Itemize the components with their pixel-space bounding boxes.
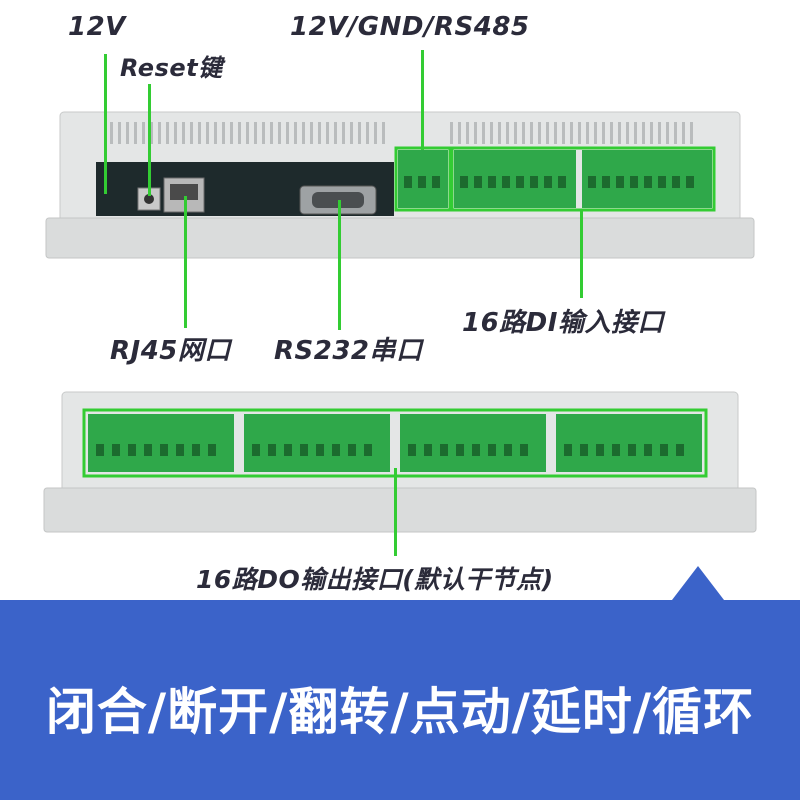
top-device bbox=[45, 111, 755, 259]
callout-line-reset bbox=[148, 84, 151, 196]
callout-line-rj45 bbox=[184, 196, 187, 328]
label-do: 16路DO输出接口(默认干节点) bbox=[196, 565, 554, 594]
label-rs485: 12V/GND/RS485 bbox=[290, 12, 530, 42]
label-rs232: RS232串口 bbox=[274, 336, 423, 366]
label-rj45: RJ45网口 bbox=[110, 336, 231, 366]
callout-line-power bbox=[104, 54, 107, 194]
callout-line-rs485 bbox=[421, 50, 424, 150]
callout-line-do bbox=[394, 468, 397, 556]
bottom-device bbox=[43, 391, 757, 533]
callout-line-di bbox=[580, 210, 583, 298]
callout-line-rs232 bbox=[338, 200, 341, 330]
banner-notch bbox=[672, 566, 724, 600]
feature-banner bbox=[0, 600, 800, 800]
label-reset: Reset键 bbox=[120, 54, 223, 82]
banner-text: 闭合/断开/翻转/点动/延时/循环 bbox=[45, 683, 755, 741]
top-terminals bbox=[394, 146, 716, 212]
label-power: 12V bbox=[68, 12, 126, 42]
label-di: 16路DI输入接口 bbox=[462, 308, 664, 338]
